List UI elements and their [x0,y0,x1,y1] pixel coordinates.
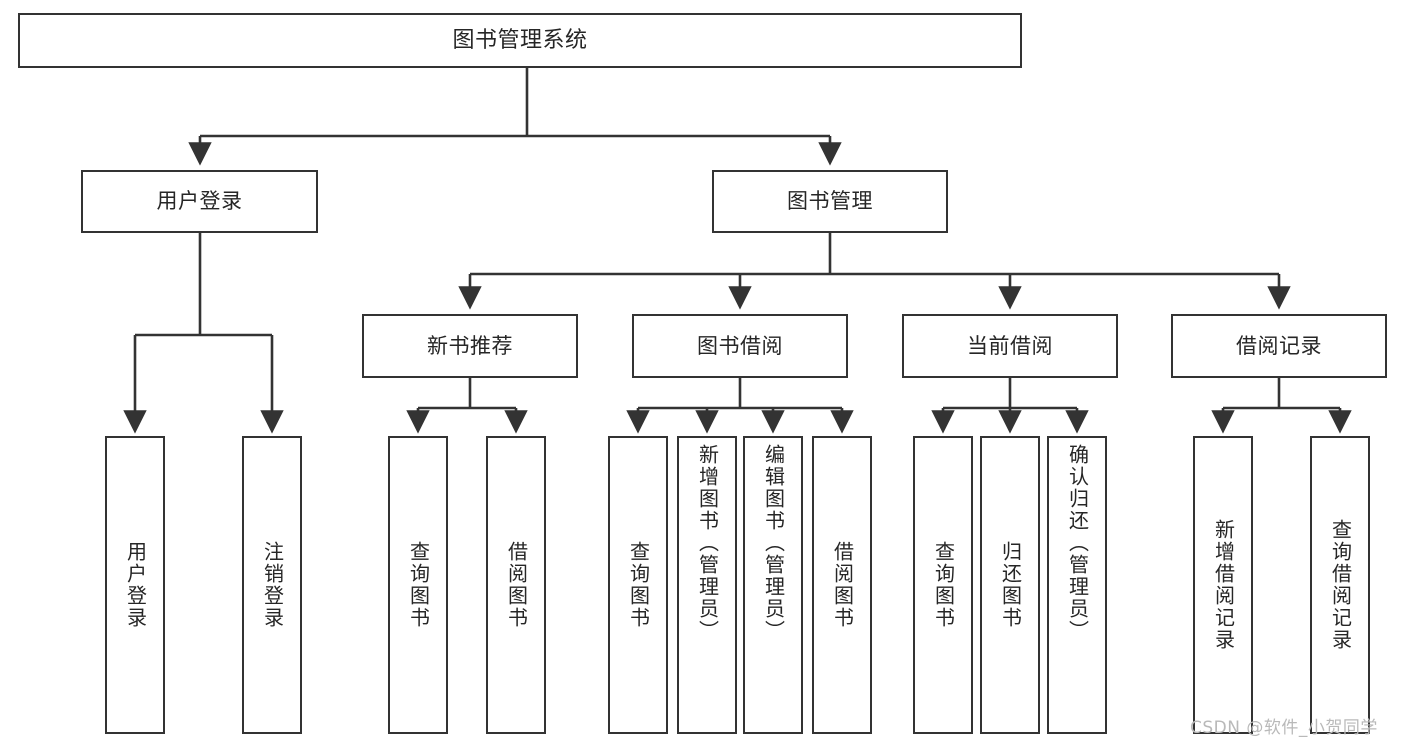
node-label: 新增图书（管理员） [695,444,720,642]
node-user-login[interactable]: 用户登录 [81,170,318,233]
node-label: 图书借阅 [697,333,783,358]
node-label: 归还图书 [998,541,1023,629]
node-label: 查询图书 [931,541,956,629]
leaf-borrow-borrow-book[interactable]: 借阅图书 [812,436,872,734]
node-new-book-recommend[interactable]: 新书推荐 [362,314,578,378]
node-current-borrow[interactable]: 当前借阅 [902,314,1118,378]
node-label: 新书推荐 [427,333,513,358]
node-label: 当前借阅 [967,333,1053,358]
node-label: 确认归还（管理员） [1065,444,1090,642]
node-label: 新增借阅记录 [1211,519,1236,651]
csdn-watermark: CSDN @软件_小贺同学 [1190,718,1378,738]
leaf-current-confirm-return-admin[interactable]: 确认归还（管理员） [1047,436,1107,734]
leaf-recommend-query-book[interactable]: 查询图书 [388,436,448,734]
leaf-record-query-record[interactable]: 查询借阅记录 [1310,436,1370,734]
leaf-user-login[interactable]: 用户登录 [105,436,165,734]
node-root-system[interactable]: 图书管理系统 [18,13,1022,68]
node-label: 图书管理系统 [452,27,588,53]
node-label: 借阅图书 [504,541,529,629]
node-label: 查询借阅记录 [1328,519,1353,651]
leaf-borrow-edit-book-admin[interactable]: 编辑图书（管理员） [743,436,803,734]
node-label: 查询图书 [626,541,651,629]
node-book-borrow[interactable]: 图书借阅 [632,314,848,378]
node-label: 注销登录 [260,541,285,629]
leaf-borrow-add-book-admin[interactable]: 新增图书（管理员） [677,436,737,734]
node-label: 用户登录 [156,189,243,214]
node-label: 图书管理 [787,189,873,214]
node-book-management[interactable]: 图书管理 [712,170,948,233]
leaf-recommend-borrow-book[interactable]: 借阅图书 [486,436,546,734]
leaf-borrow-query-book[interactable]: 查询图书 [608,436,668,734]
node-borrow-record[interactable]: 借阅记录 [1171,314,1387,378]
leaf-current-return-book[interactable]: 归还图书 [980,436,1040,734]
leaf-record-add-record[interactable]: 新增借阅记录 [1193,436,1253,734]
leaf-user-logout[interactable]: 注销登录 [242,436,302,734]
leaf-current-query-book[interactable]: 查询图书 [913,436,973,734]
node-label: 编辑图书（管理员） [761,444,786,642]
node-label: 借阅图书 [830,541,855,629]
node-label: 查询图书 [406,541,431,629]
node-label: 借阅记录 [1236,333,1322,358]
node-label: 用户登录 [123,541,148,629]
